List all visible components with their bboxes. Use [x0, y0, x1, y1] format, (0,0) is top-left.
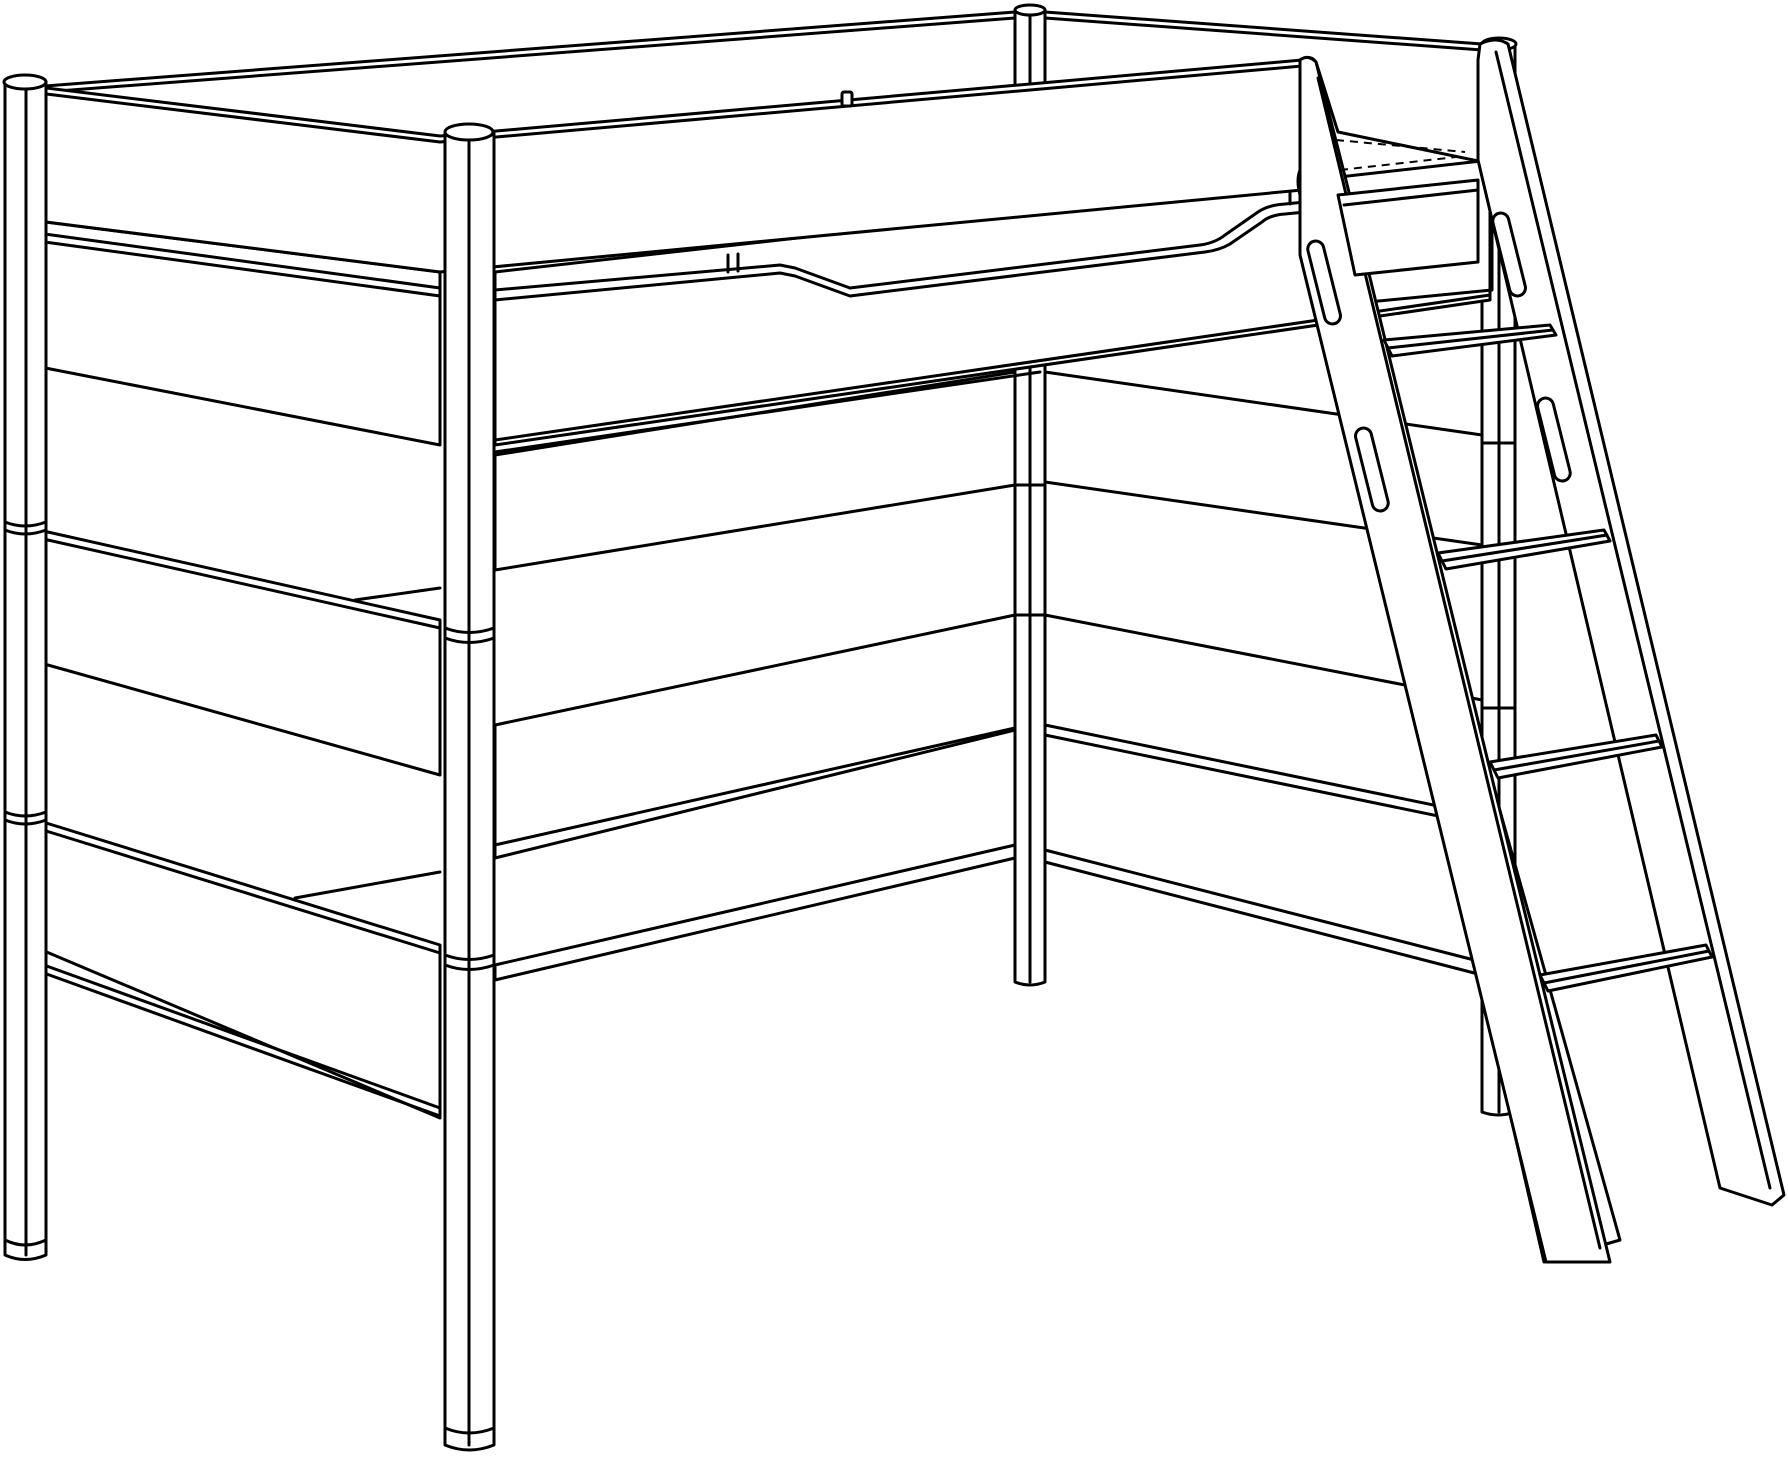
- ladder-steps: [1382, 323, 1714, 993]
- front-left-post: [2, 73, 48, 1261]
- back-lower-panels: [1043, 370, 1484, 977]
- back-top-rail: [43, 10, 1484, 94]
- left-end-panels: [28, 218, 442, 1120]
- front-right-post: [443, 122, 496, 1452]
- ladder-grip-slots: [1306, 211, 1572, 513]
- ladder: [1296, 38, 1786, 1264]
